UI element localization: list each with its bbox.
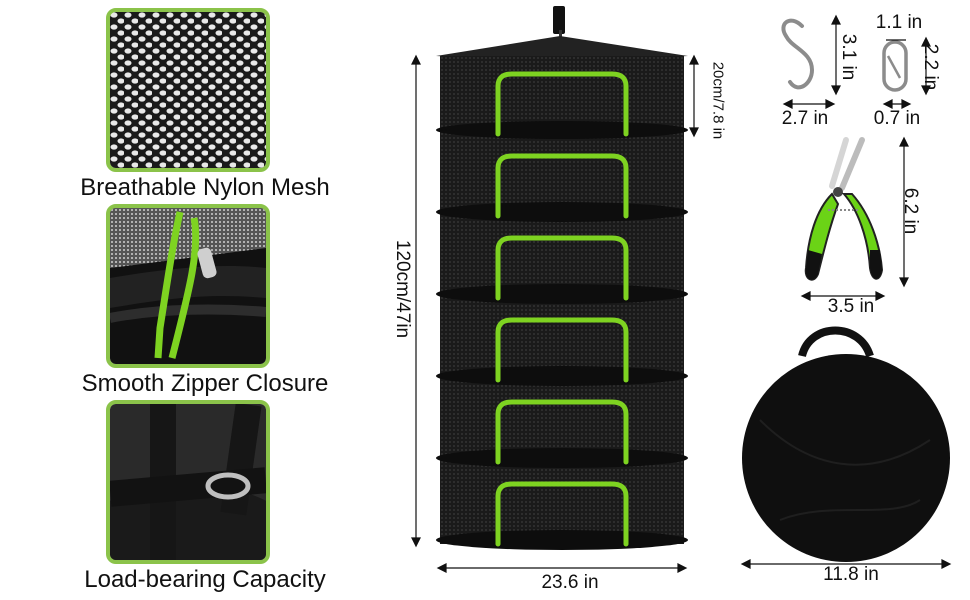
zipper-thumbnail	[106, 204, 270, 368]
pruner-width-label: 3.5 in	[827, 296, 875, 317]
mesh-texture-icon	[110, 12, 266, 168]
carabiner-top-label: 1.1 in	[875, 12, 923, 33]
rack-width-label: 23.6 in	[541, 572, 599, 593]
s-hook-height-label: 3.1 in	[838, 33, 859, 81]
feature-caption-zipper: Smooth Zipper Closure	[81, 370, 329, 397]
strap-hook-closeup-icon	[110, 404, 266, 560]
feature-caption-mesh: Breathable Nylon Mesh	[80, 174, 330, 201]
accessories-illustration	[740, 14, 952, 569]
strap-thumbnail	[106, 400, 270, 564]
carabiner-width-label: 0.7 in	[873, 108, 921, 129]
drying-rack-illustration	[411, 6, 699, 573]
pruner-height-label: 6.2 in	[900, 187, 921, 235]
bag-width-label: 11.8 in	[823, 564, 879, 585]
zipper-closeup-icon	[110, 208, 266, 364]
carabiner-height-label: 2.2 in	[920, 43, 941, 91]
mesh-thumbnail	[106, 8, 270, 172]
rack-height-label: 120cm/47in	[392, 239, 413, 339]
s-hook-width-label: 2.7 in	[781, 108, 829, 129]
feature-caption-strap: Load-bearing Capacity	[84, 566, 326, 593]
